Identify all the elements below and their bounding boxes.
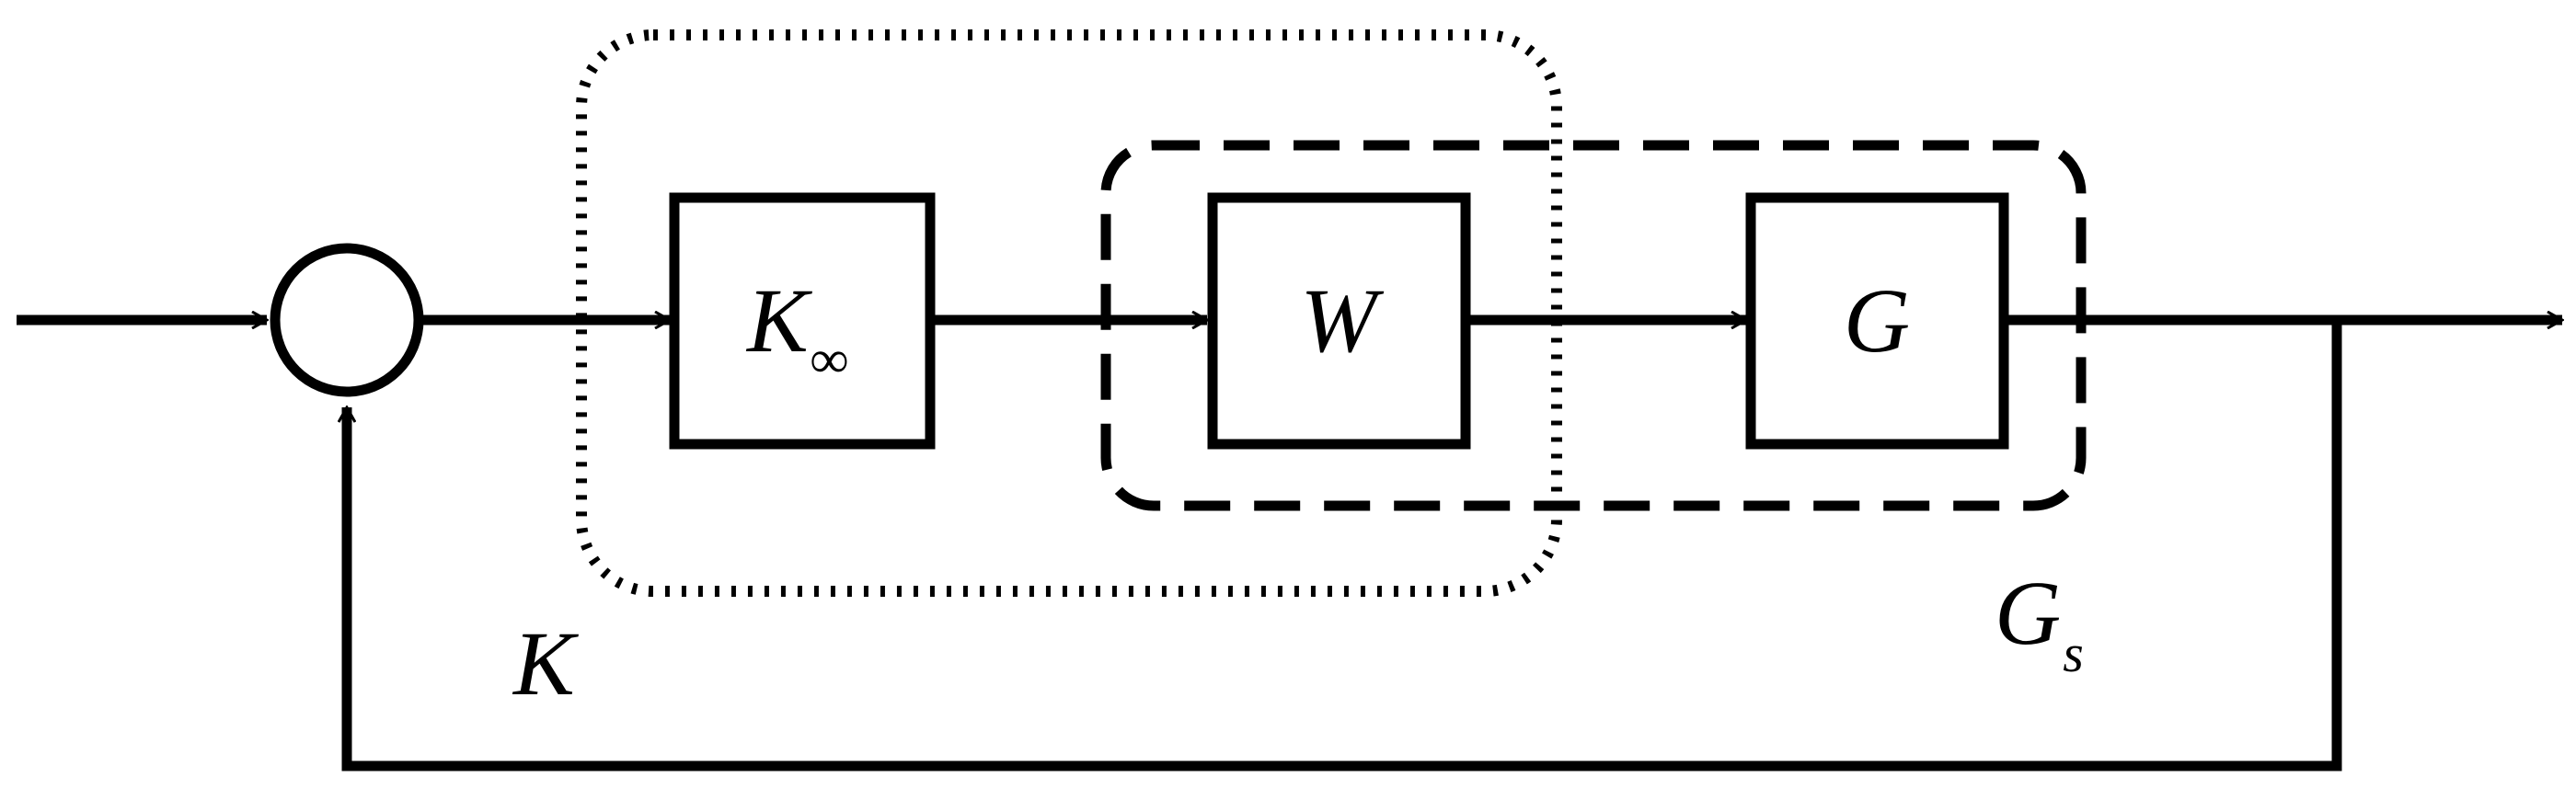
controller-group-outline [576, 29, 1562, 597]
shaped-plant-group-label: Gs [1995, 562, 2084, 683]
controller-block-subscript: ∞ [811, 329, 848, 389]
weight-block-label: W [1300, 269, 1384, 371]
shaped-plant-group-subscript: s [2063, 623, 2084, 683]
shaped-plant-group-outline [1100, 140, 2087, 511]
controller-group-label: K [512, 612, 579, 714]
controller-block [669, 192, 936, 450]
plant-block-label: G [1844, 269, 1910, 371]
feedback-path [347, 320, 2342, 771]
controller-block-label: K∞ [745, 269, 848, 389]
plant-block [1745, 192, 2009, 450]
summing-junction [270, 243, 424, 397]
